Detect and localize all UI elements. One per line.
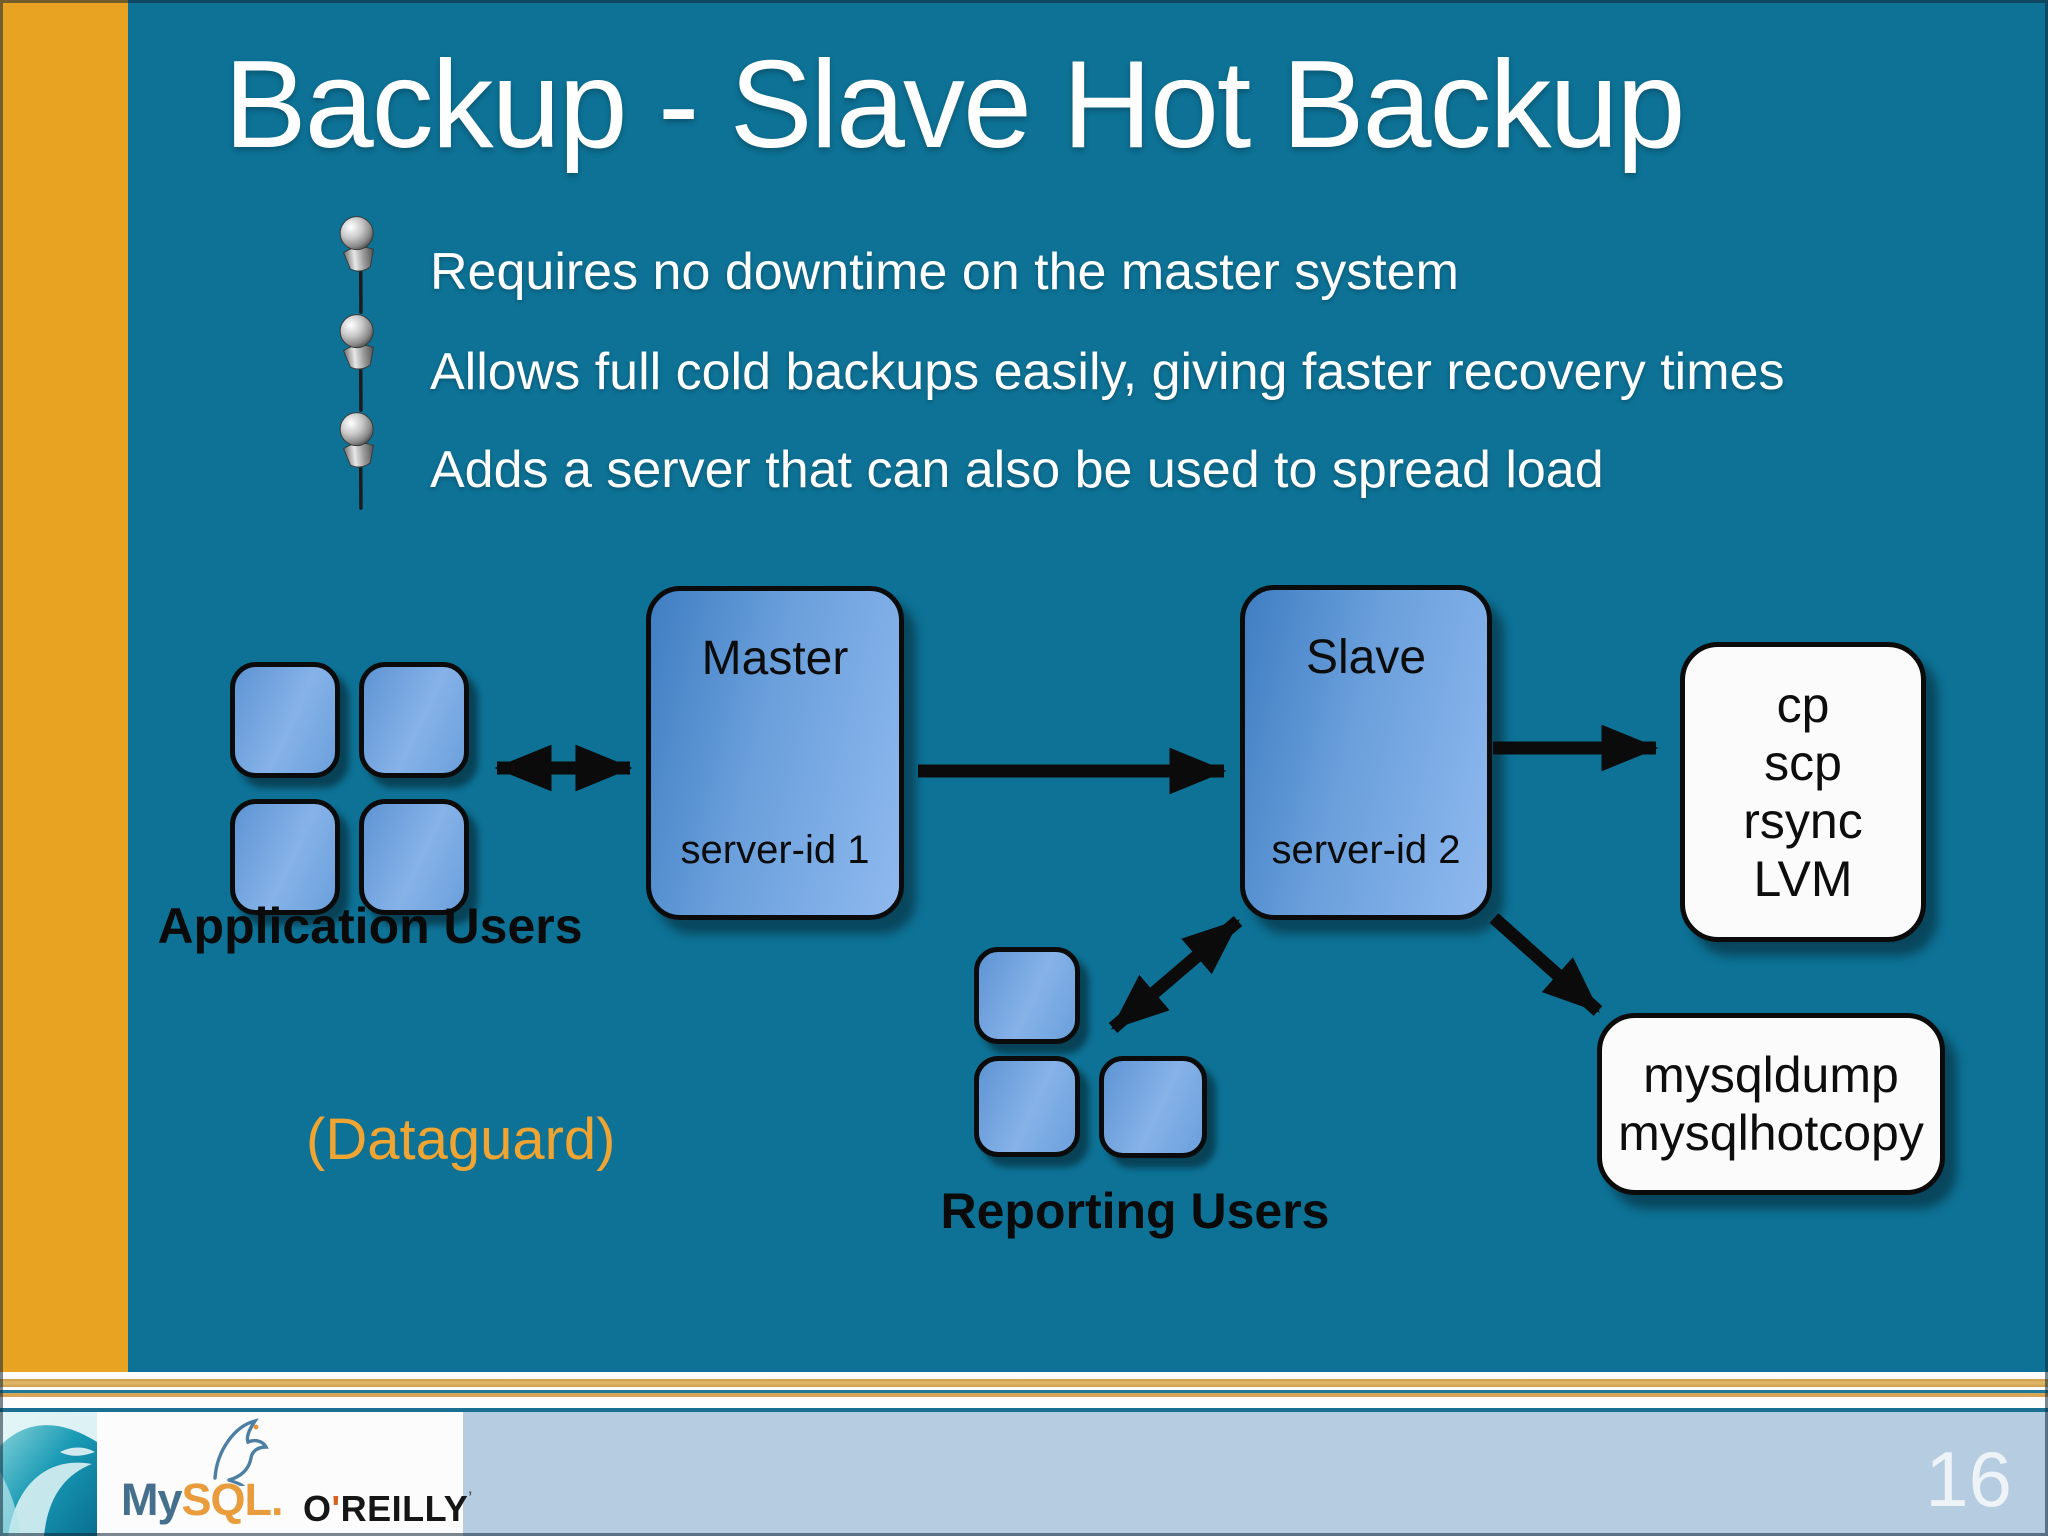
copy-method: scp (1764, 735, 1842, 791)
pushpin-icon (327, 407, 393, 514)
copy-method: LVM (1753, 851, 1853, 907)
mysql-logo-my: My (121, 1474, 183, 1525)
bullet-item: Requires no downtime on the master syste… (430, 243, 1459, 301)
oreilly-o: O (303, 1488, 332, 1529)
dump-method: mysqldump (1643, 1047, 1899, 1103)
pushpin-icon (327, 211, 393, 318)
master-title: Master (701, 632, 849, 685)
application-user-node (359, 799, 469, 915)
slide-title: Backup - Slave Hot Backup (224, 36, 1685, 174)
bullet-item: Adds a server that can also be used to s… (430, 441, 1604, 499)
copy-method: cp (1776, 677, 1830, 733)
footer-band: MySQL. O'REILLY’ 16 (0, 1412, 2048, 1536)
master-server-id: server-id 1 (680, 828, 870, 872)
mysql-logo-sql: SQL (181, 1474, 273, 1525)
reporting-user-node (1099, 1056, 1207, 1158)
slave-server-box: Slave server-id 2 (1240, 585, 1492, 920)
application-users-label: Application Users (157, 898, 583, 954)
oreilly-trademark: ’ (468, 1488, 473, 1504)
dolphin-icon (213, 1418, 269, 1486)
arrow-reporting-slave (1108, 916, 1243, 1033)
dump-methods-box: mysqldump mysqlhotcopy (1597, 1013, 1945, 1195)
copy-method: rsync (1743, 793, 1863, 849)
ocean-wave-image (0, 1412, 97, 1536)
master-server-box: Master server-id 1 (646, 586, 904, 920)
left-accent-bar (0, 0, 128, 1372)
file-copy-methods-box: cp scp rsync LVM (1680, 642, 1926, 942)
dataguard-note: (Dataguard) (306, 1107, 616, 1172)
arrow-slave-dumpbox (1489, 913, 1603, 1016)
slave-title: Slave (1305, 631, 1427, 684)
mysql-logo-dot: . (271, 1474, 283, 1525)
mysql-logo: MySQL. (121, 1474, 284, 1526)
slave-server-id: server-id 2 (1271, 828, 1461, 872)
footer-logo-panel: MySQL. O'REILLY’ (97, 1412, 472, 1536)
bullet-item: Allows full cold backups easily, giving … (430, 343, 1785, 401)
oreilly-rest: REILLY (340, 1488, 469, 1529)
reporting-user-node (974, 947, 1080, 1044)
application-user-node (359, 662, 469, 778)
oreilly-apostrophe: ' (331, 1488, 341, 1529)
reporting-user-node (974, 1056, 1080, 1157)
application-user-node (230, 662, 340, 778)
application-user-node (230, 799, 340, 915)
pushpin-icon (327, 309, 393, 416)
footer-stripes (0, 1372, 2048, 1412)
reporting-users-label: Reporting Users (940, 1183, 1330, 1239)
page-number: 16 (1925, 1435, 2012, 1523)
dump-method: mysqlhotcopy (1618, 1105, 1924, 1161)
oreilly-logo: O'REILLY’ (303, 1488, 473, 1530)
